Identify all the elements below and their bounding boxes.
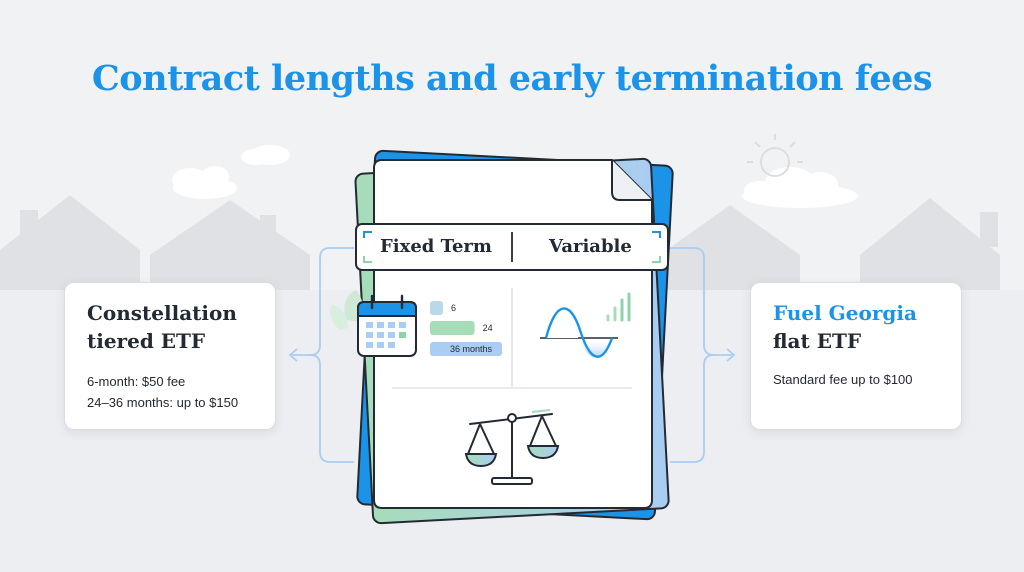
tab-fixed-term: Fixed Term bbox=[380, 236, 492, 257]
term-tabs: Fixed Term Variable bbox=[356, 224, 668, 270]
term-bar bbox=[430, 342, 502, 356]
constellation-heading: Constellation tiered ETF bbox=[87, 299, 237, 355]
detail-line-2: 24–36 months: up to $150 bbox=[87, 395, 239, 410]
left-connector bbox=[292, 247, 354, 463]
term-bar-label: 36 months bbox=[450, 344, 493, 354]
heading-line-1: Fuel Georgia bbox=[773, 301, 917, 325]
detail-line-1: Standard fee up to $100 bbox=[773, 372, 913, 387]
constellation-details: 6-month: $50 fee 24–36 months: up to $15… bbox=[87, 371, 238, 413]
balance-scale-icon bbox=[464, 409, 560, 485]
arrow-right-icon bbox=[726, 348, 736, 362]
term-bar-label: 24 bbox=[482, 323, 493, 333]
page-title: Contract lengths and early termination f… bbox=[91, 58, 933, 99]
term-tabs-frame bbox=[355, 223, 669, 271]
house-icon bbox=[0, 195, 1000, 290]
heading-line-2: flat ETF bbox=[773, 329, 862, 353]
detail-line-1: 6-month: $50 fee bbox=[87, 374, 186, 389]
tab-variable: Variable bbox=[549, 236, 632, 257]
heading-line-1: Constellation bbox=[87, 301, 237, 325]
constellation-card: Constellation tiered ETF 6-month: $50 fe… bbox=[64, 282, 276, 430]
wave-icon bbox=[540, 306, 618, 358]
right-connector bbox=[670, 247, 732, 463]
cloud-icon bbox=[172, 145, 858, 208]
fuel-georgia-card: Fuel Georgia flat ETF Standard fee up to… bbox=[750, 282, 962, 430]
signal-bars-icon bbox=[606, 292, 631, 322]
term-bar bbox=[430, 301, 443, 315]
heading-line-2: tiered ETF bbox=[87, 329, 206, 353]
fuel-georgia-details: Standard fee up to $100 bbox=[773, 369, 913, 390]
calendar-icon bbox=[357, 294, 417, 357]
fuel-georgia-heading: Fuel Georgia flat ETF bbox=[773, 299, 917, 355]
sun-icon bbox=[747, 134, 803, 177]
arrow-left-icon bbox=[288, 348, 298, 362]
term-bars bbox=[430, 301, 502, 356]
term-bar-label: 6 bbox=[450, 303, 456, 313]
term-bar bbox=[430, 321, 475, 335]
